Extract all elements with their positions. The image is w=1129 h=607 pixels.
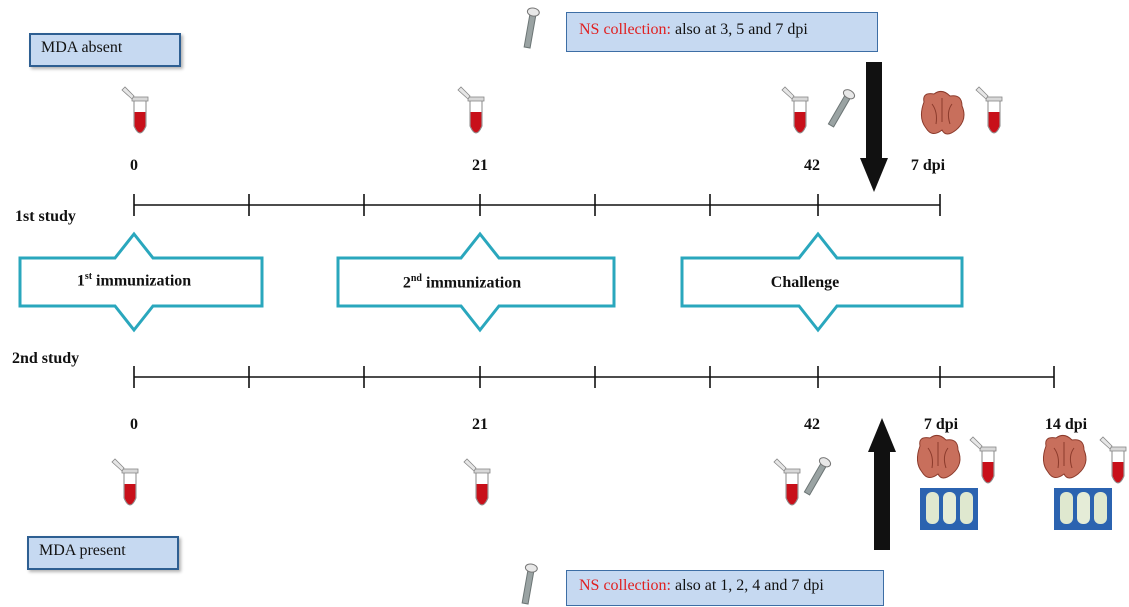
lung-icon xyxy=(1042,434,1087,479)
timeline-bottom xyxy=(133,366,1055,388)
ns-collection-top-prefix: NS collection: xyxy=(579,21,671,38)
blood-tube-icon xyxy=(111,458,139,506)
mda-present-label: MDA present xyxy=(27,536,179,570)
second-study-label: 2nd study xyxy=(12,350,80,367)
swab-icon xyxy=(825,87,857,129)
blood-tube-icon xyxy=(781,86,809,134)
timeline-top xyxy=(133,194,941,216)
tick-label-bottom: 7 dpi xyxy=(923,416,959,433)
mda-absent-label: MDA absent xyxy=(29,33,181,67)
blood-tube-icon xyxy=(773,458,801,506)
tick-label-top: 21 xyxy=(472,157,488,174)
phase-frame-challenge xyxy=(680,231,964,333)
tick-label-bottom: 21 xyxy=(472,416,488,433)
ns-collection-bottom: NS collection: also at 1, 2, 4 and 7 dpi xyxy=(566,570,884,606)
swab-icon xyxy=(520,6,541,50)
tick-label-top: 42 xyxy=(804,157,820,174)
tick-label-bottom: 0 xyxy=(130,416,138,433)
first-study-label: 1st study xyxy=(15,208,76,225)
arrow-up-icon xyxy=(868,418,896,550)
blood-tube-icon xyxy=(969,436,997,484)
blood-tube-icon xyxy=(975,86,1003,134)
ns-collection-top: NS collection: also at 3, 5 and 7 dpi xyxy=(566,12,878,52)
lung-icon xyxy=(916,434,961,479)
phase-ordinal: st xyxy=(84,271,93,282)
phase-number: 2 xyxy=(402,274,411,292)
phase-label-first-immunization: 1st immunization xyxy=(77,271,191,290)
blood-tube-icon xyxy=(1099,436,1127,484)
blood-tube-icon xyxy=(463,458,491,506)
blood-tube-icon xyxy=(457,86,485,134)
phase-text: immunization xyxy=(96,272,192,290)
ns-collection-top-suffix: also at 3, 5 and 7 dpi xyxy=(674,21,808,38)
blood-tube-icon xyxy=(121,86,149,134)
phase-label-second-immunization: 2nd immunization xyxy=(403,273,521,292)
swab-icon xyxy=(801,455,833,497)
ns-collection-bottom-suffix: also at 1, 2, 4 and 7 dpi xyxy=(674,577,824,594)
phase-frame-second-immunization xyxy=(336,231,616,333)
tick-label-bottom: 14 dpi xyxy=(1044,416,1088,433)
ns-collection-bottom-prefix: NS collection: xyxy=(579,577,671,594)
tick-label-top: 7 dpi xyxy=(910,157,946,174)
phase-text: immunization xyxy=(426,274,522,292)
phase-ordinal: nd xyxy=(410,273,422,284)
phase-number: 1 xyxy=(76,272,85,290)
phase-label-challenge: Challenge xyxy=(770,274,840,291)
phase-frame-first-immunization xyxy=(18,231,264,333)
tick-label-bottom: 42 xyxy=(804,416,820,433)
culture-tubes-icon xyxy=(1054,488,1112,530)
tick-label-top: 0 xyxy=(130,157,138,174)
culture-tubes-icon xyxy=(920,488,978,530)
lung-icon xyxy=(920,90,965,135)
arrow-down-icon xyxy=(860,62,888,192)
swab-icon xyxy=(518,562,539,606)
